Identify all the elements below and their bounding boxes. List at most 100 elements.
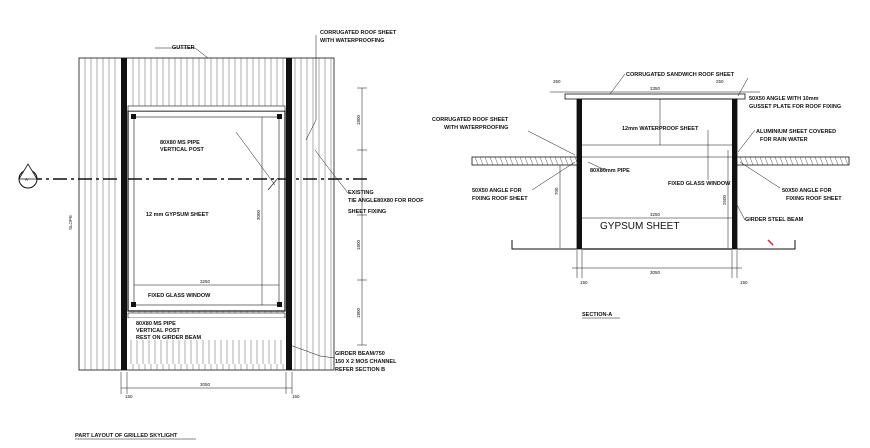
dim-top-right: 250 <box>716 79 724 84</box>
section-view: CORRUGATED SANDWICH ROOF SHEET 250 250 3… <box>432 72 850 319</box>
label-pipe2-3: REST ON GIRDER BEAM <box>136 335 202 341</box>
label-roof-sheet-2: WITH WATERPROOFING <box>444 125 508 131</box>
roof-band-hatch <box>814 156 819 166</box>
roof-band-pattern <box>474 156 849 166</box>
roof-band-hatch <box>479 156 484 166</box>
leader <box>737 77 749 97</box>
label-existing-2: TIE ANGLE80X80 FOR ROOF <box>348 198 424 204</box>
roof-band-hatch <box>749 156 754 166</box>
label-left-angle-1: 50X50 ANGLE FOR <box>472 188 522 194</box>
lower-corrugation <box>130 340 282 364</box>
left-gutter <box>121 58 127 370</box>
leader-line <box>267 177 279 191</box>
dim-bottom: 3050 <box>650 270 661 275</box>
corner-post <box>277 302 282 307</box>
label-sandwich: CORRUGATED SANDWICH ROOF SHEET <box>626 72 735 78</box>
label-girder-1: GIRDER BEAM/750 <box>335 351 385 357</box>
dim-left: 150 <box>580 280 588 285</box>
corner-post <box>277 114 282 119</box>
plan-view: A SLOPE GUTTER CORRUGATED ROOF SHEET WIT… <box>18 30 424 440</box>
label-existing-3: SHEET FIXING <box>348 209 386 215</box>
plan-title: PART LAYOUT OF GRILLED SKYLIGHT <box>75 433 178 439</box>
label-gypsum: GYPSUM SHEET <box>600 221 679 232</box>
section-arrow <box>18 163 38 180</box>
dim-vert-small: 700 <box>554 187 559 195</box>
left-girder <box>511 240 577 250</box>
corner-post <box>131 302 136 307</box>
roof-band-hatch <box>789 156 794 166</box>
leader <box>736 204 746 221</box>
roof-band-hatch <box>759 156 764 166</box>
roof-sheet-outline <box>78 57 335 371</box>
roof-band-hatch <box>774 156 779 166</box>
roof-band-hatch <box>794 156 799 166</box>
slope-label: SLOPE <box>68 215 73 230</box>
corner-post <box>131 114 136 119</box>
leader-existing <box>314 149 349 194</box>
red-mark <box>767 239 774 246</box>
roof-band-hatch <box>754 156 759 166</box>
roof-band-hatch <box>534 156 539 166</box>
roof-band-hatch <box>784 156 789 166</box>
leader <box>737 129 756 153</box>
label-pipe2-1: 80X80 MS PIPE <box>136 321 176 327</box>
dim-outer-width: 3050 <box>200 382 211 387</box>
roof-band-hatch <box>574 156 579 166</box>
label-girder-3: REFER SECTION B <box>335 367 385 373</box>
roof-band-hatch <box>559 156 564 166</box>
dim-right: 150 <box>740 280 748 285</box>
roof-band-hatch <box>809 156 814 166</box>
roof-band-hatch <box>539 156 544 166</box>
section-marker-label: A <box>25 177 28 182</box>
leader-line <box>235 131 276 186</box>
label-pipe-1: 80X80 MS PIPE <box>160 140 200 146</box>
label-left-angle-2: FIXING ROOF SHEET <box>472 196 528 202</box>
right-post <box>732 99 737 249</box>
label-alum-2: FOR RAIN WATER <box>760 137 808 143</box>
roof-band-hatch <box>494 156 499 166</box>
leader <box>609 73 626 95</box>
roof-band-hatch <box>839 156 844 166</box>
roof-band-hatch <box>824 156 829 166</box>
label-waterproof: 12mm WATERPROOF SHEET <box>622 126 699 132</box>
roof-band-hatch <box>819 156 824 166</box>
right-gutter <box>286 58 292 370</box>
label-right-angle-2: FIXING ROOF SHEET <box>786 196 842 202</box>
dim-right-3: 1800 <box>356 307 361 318</box>
roof-band-hatch <box>509 156 514 166</box>
label-girder-2: 150 X 2 MOS CHANNEL <box>335 359 397 365</box>
roof-band-hatch <box>844 156 849 166</box>
leader <box>587 161 606 171</box>
skylight-inner-frame <box>133 116 280 306</box>
roof-band-hatch <box>829 156 834 166</box>
roof-band-hatch <box>804 156 809 166</box>
leader-gutter <box>155 47 209 59</box>
dim-height: 3000 <box>256 209 261 220</box>
dim-left-offset: 150 <box>125 394 133 399</box>
lower-area <box>128 318 285 364</box>
roof-band-hatch <box>549 156 554 166</box>
label-angle-2: GUSSET PLATE FOR ROOF FIXING <box>749 104 841 110</box>
sandwich-roof <box>564 93 746 100</box>
label-roof-sheet-2: WITH WATERPROOFING <box>320 38 384 44</box>
label-pipe-2: VERTICAL POST <box>160 147 205 153</box>
roof-band-hatch <box>524 156 529 166</box>
roof-band-hatch <box>529 156 534 166</box>
roof-band-hatch <box>834 156 839 166</box>
label-glass: FIXED GLASS WINDOW <box>148 293 211 299</box>
leader <box>531 161 576 191</box>
label-angle-1: 50X50 ANGLE WITH 10mm <box>749 96 819 102</box>
roof-band-hatch <box>799 156 804 166</box>
label-right-angle-1: 50X50 ANGLE FOR <box>782 188 832 194</box>
dim-top-left: 250 <box>553 79 561 84</box>
roof-band-hatch <box>779 156 784 166</box>
label-girder: GIRDER STEEL BEAM <box>745 217 804 223</box>
left-post <box>577 99 582 249</box>
label-pipe: 80X80mm PIPE <box>590 168 630 174</box>
roof-band-hatch <box>544 156 549 166</box>
dim-vert: 2500 <box>722 194 727 205</box>
roof-band-hatch <box>489 156 494 166</box>
leader-roof-sheet <box>305 35 317 141</box>
right-girder <box>737 240 796 250</box>
